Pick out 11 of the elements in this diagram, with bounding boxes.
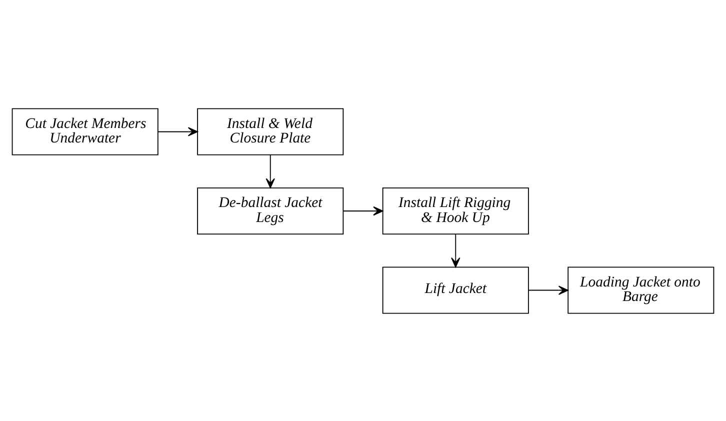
node-box: Lift Jacket (382, 266, 529, 314)
arrow (266, 154, 275, 188)
arrow (342, 206, 384, 216)
arrow (158, 126, 198, 136)
node-box: Cut Jacket Members Underwater (12, 108, 158, 155)
node-box: Install Lift Rigging & Hook Up (382, 187, 529, 234)
arrow (528, 285, 568, 294)
node-box: Loading Jacket onto Barge (568, 266, 714, 314)
node-box: Install & Weld Closure Plate (197, 108, 344, 155)
arrow (451, 233, 460, 268)
node-box: De-ballast Jacket Legs (197, 187, 344, 234)
